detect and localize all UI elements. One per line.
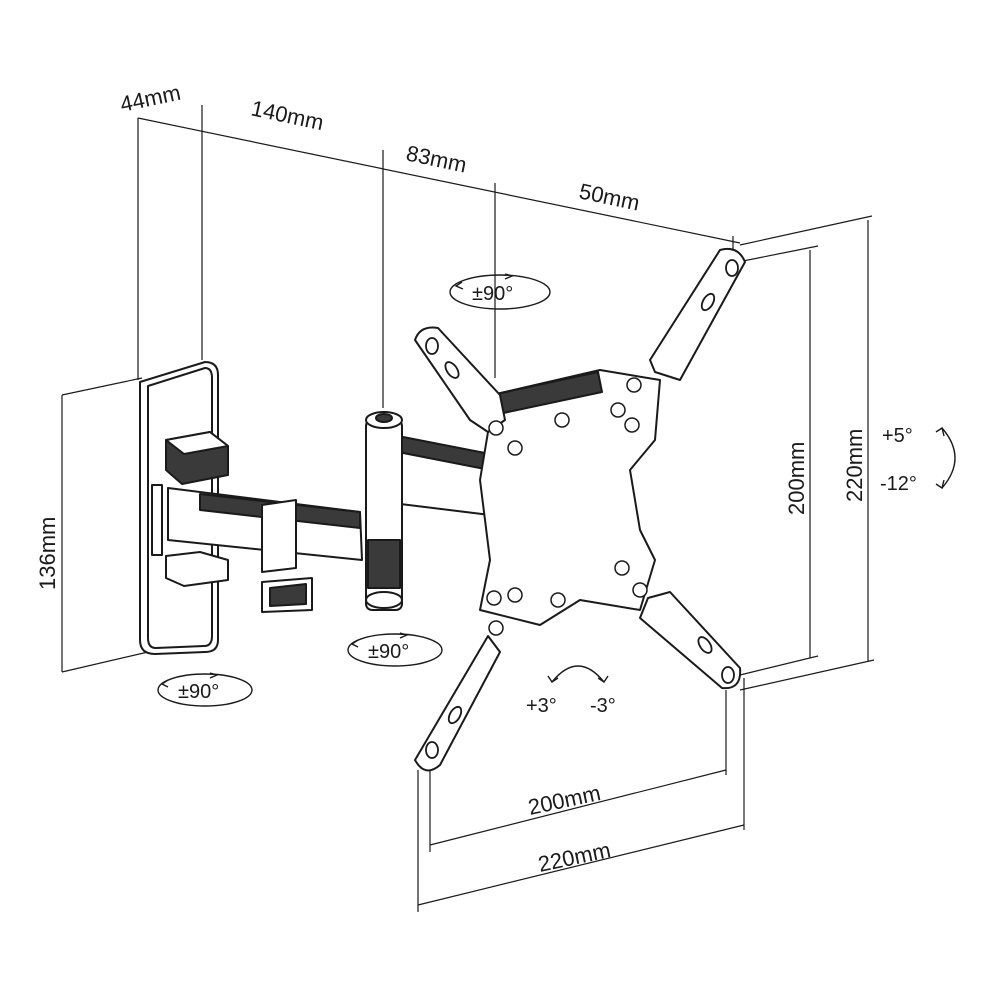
swivel-top-indicator xyxy=(449,273,551,310)
dim-83mm: 83mm xyxy=(404,140,469,177)
angle-tilt-up: +5° xyxy=(882,425,913,447)
dim-220mm-vertical: 220mm xyxy=(842,429,867,502)
dim-136mm: 136mm xyxy=(35,517,60,590)
second-arm xyxy=(365,411,491,611)
angle-swivel-middle: ±90° xyxy=(368,641,409,663)
vesa-plate xyxy=(469,369,661,626)
first-arm xyxy=(167,487,363,613)
angle-tilt-down: -12° xyxy=(880,473,917,495)
vesa-bracket-top-left xyxy=(414,326,506,433)
vesa-bracket-top-right xyxy=(649,247,746,381)
rotate-indicator xyxy=(547,665,609,683)
right-dimension-lines xyxy=(737,215,875,691)
tilt-indicator xyxy=(935,426,956,490)
vesa-bracket-bottom-right xyxy=(639,591,742,690)
bottom-dimension-lines xyxy=(417,678,745,912)
angle-rotate-left: +3° xyxy=(526,695,557,717)
left-dimension-lines xyxy=(61,377,149,673)
dim-200mm-vertical: 200mm xyxy=(784,442,809,515)
vesa-bracket-bottom-left xyxy=(414,635,501,772)
swivel-middle-indicator xyxy=(347,632,443,667)
dim-140mm: 140mm xyxy=(249,95,326,135)
angle-swivel-wall: ±90° xyxy=(178,681,219,703)
dim-220mm-horizontal: 220mm xyxy=(536,837,613,877)
dim-44mm: 44mm xyxy=(118,80,183,117)
top-dimension-lines xyxy=(137,105,741,408)
dim-200mm-horizontal: 200mm xyxy=(526,780,603,820)
angle-rotate-right: -3° xyxy=(590,695,616,717)
screws xyxy=(486,377,648,636)
dim-50mm: 50mm xyxy=(577,178,642,215)
angle-swivel-top: ±90° xyxy=(472,283,513,305)
swivel-wall-indicator xyxy=(157,672,253,707)
